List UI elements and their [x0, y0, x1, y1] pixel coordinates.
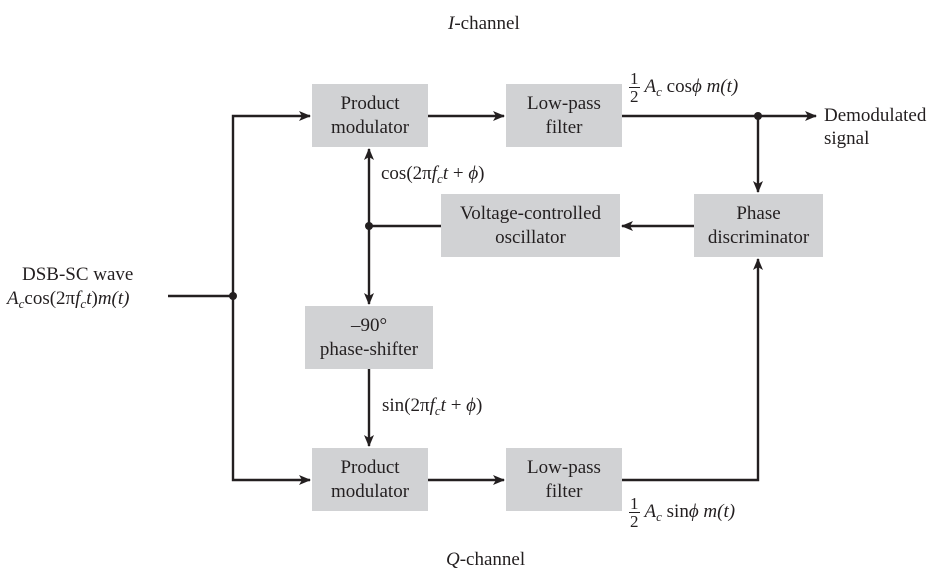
voltage-controlled-oscillator: Voltage-controlled oscillator	[441, 194, 620, 257]
junction-dot-input	[229, 292, 237, 300]
expr-part: m	[706, 75, 721, 97]
expr-part: t	[440, 395, 446, 416]
splitter-to-i-product	[231, 111, 311, 296]
block-label: Low-pass	[527, 92, 601, 114]
block-label: Phase	[736, 202, 781, 224]
input-title: DSB-SC wave	[22, 264, 134, 285]
block-label: –90°	[350, 314, 388, 336]
expr-part: c	[656, 508, 662, 524]
q-channel-var: Q	[446, 549, 460, 570]
expr-part: )	[476, 395, 483, 416]
expr-part: A	[644, 75, 657, 97]
expr-part: f	[75, 288, 81, 309]
cos-reference-label: cos(2πfct + ϕ)	[381, 162, 484, 186]
expr-part: t	[442, 163, 449, 184]
low-pass-filter-q: Low-pass filter	[506, 448, 622, 511]
expr-part: (t)	[717, 500, 736, 522]
product-modulator-i: Product modulator	[312, 84, 428, 147]
expr-part: ϕ	[691, 75, 702, 97]
block-label: oscillator	[495, 226, 566, 248]
block-label: Voltage-controlled	[459, 202, 602, 224]
block-label: phase-shifter	[319, 338, 419, 360]
expr-part: m	[97, 288, 112, 309]
expr-part: c	[80, 296, 87, 311]
expr-part: +	[448, 163, 469, 184]
block-label: filter	[545, 116, 583, 138]
q-lpf-to-discriminator	[622, 258, 763, 482]
expr-part: (2π	[406, 163, 432, 184]
expr-part: )	[478, 163, 485, 184]
block-label: Product	[340, 456, 400, 478]
fraction-numerator: 1	[629, 69, 640, 88]
expr-part: )	[91, 288, 98, 309]
output-label-line2: signal	[824, 128, 870, 149]
block-label: filter	[545, 480, 583, 502]
splitter-to-q-product	[231, 296, 311, 485]
expr-part: ϕ	[688, 500, 699, 522]
phase-discriminator: Phase discriminator	[694, 194, 823, 257]
output-label-line1: Demodulated	[824, 105, 927, 126]
i-channel-label: I-channel	[448, 12, 520, 36]
expr-part: c	[656, 83, 662, 99]
block-label: discriminator	[707, 226, 810, 248]
expr-part: cos	[666, 75, 692, 97]
expr-part: f	[429, 395, 435, 416]
expr-part: ϕ	[466, 395, 477, 416]
expr-part: m	[703, 500, 718, 522]
expr-part: (2π	[404, 395, 430, 416]
low-pass-filter-i: Low-pass filter	[506, 84, 622, 147]
sin-reference-label: sin(2πfct + ϕ)	[382, 394, 482, 418]
fraction-denominator: 2	[630, 87, 639, 106]
fraction-denominator: 2	[630, 512, 639, 531]
expr-part: f	[431, 163, 438, 184]
fraction-numerator: 1	[629, 494, 640, 513]
expr-part: t	[86, 288, 92, 309]
expr-part: c	[18, 296, 25, 311]
block-label: Low-pass	[527, 456, 601, 478]
i-channel-var: I	[448, 13, 455, 34]
product-modulator-q: Product modulator	[312, 448, 428, 511]
expr-part: cos(2π	[24, 288, 76, 309]
block-label: Product	[340, 92, 400, 114]
q-channel-label: Q-channel	[446, 548, 525, 572]
block-label: modulator	[330, 116, 410, 138]
q-channel-suffix: -channel	[459, 549, 526, 570]
expr-part: ϕ	[468, 163, 479, 184]
expr-part: (t)	[111, 288, 130, 309]
phase-shifter: –90° phase-shifter	[305, 306, 433, 369]
expr-part: sin	[382, 395, 405, 416]
expr-part: c	[437, 171, 443, 186]
expr-part: +	[445, 395, 467, 416]
i-channel-suffix: -channel	[454, 13, 520, 34]
expr-part: cos	[381, 163, 407, 184]
expr-part: c	[434, 403, 441, 418]
expr-part: A	[7, 288, 19, 309]
expr-part: A	[644, 500, 657, 522]
expr-part: sin	[666, 500, 689, 522]
input-expression: Accos(2πfct)m(t)	[7, 287, 129, 311]
junction-dot-vco	[365, 222, 373, 230]
junction-dot-output	[754, 112, 762, 120]
expr-part: (t)	[720, 75, 739, 97]
block-label: modulator	[330, 480, 410, 502]
